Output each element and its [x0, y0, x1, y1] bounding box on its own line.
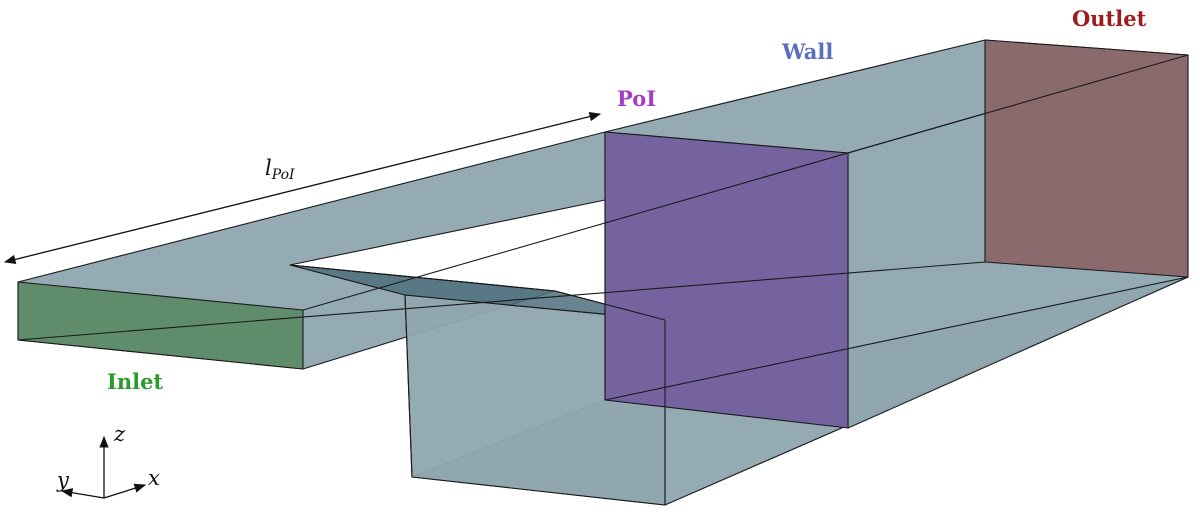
- x-axis-label: x: [148, 466, 160, 490]
- y-axis-label: y: [57, 468, 69, 492]
- dimension-subscript: PoI: [271, 167, 295, 183]
- inner-edges: [17, 54, 1189, 505]
- poi-plane: [604, 131, 849, 429]
- y-axis-arrow: [60, 488, 105, 499]
- x-axis-arrow: [103, 483, 147, 499]
- z-axis-label: z: [114, 422, 126, 446]
- inlet-face: [17, 281, 304, 370]
- dimension-label: lPoI: [265, 156, 295, 183]
- poi-label: PoI: [617, 86, 657, 111]
- dimension-arrow: [3, 112, 602, 264]
- wall-label: Wall: [782, 39, 834, 64]
- outlet-face: [984, 39, 1189, 278]
- dimension-symbol: l: [265, 156, 272, 180]
- outlet-label: Outlet: [1072, 6, 1147, 31]
- axes-triad: [60, 435, 147, 499]
- inlet-label: Inlet: [107, 369, 164, 394]
